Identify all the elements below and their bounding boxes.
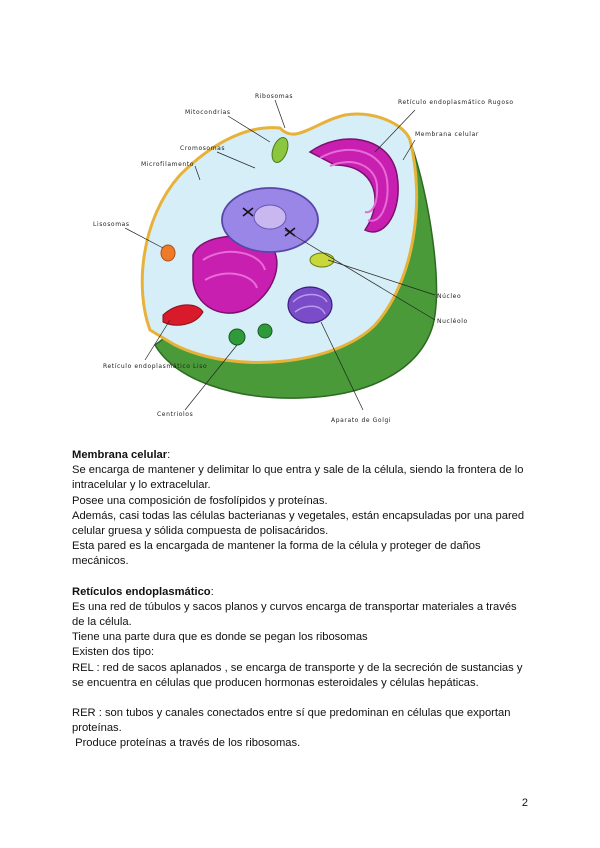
paragraph-line: se encuentra en células que producen hor… xyxy=(72,676,542,691)
section-spacer xyxy=(72,570,542,585)
label-centrioles: Centriolos xyxy=(157,411,193,418)
golgi-shape xyxy=(288,287,332,323)
heading-colon: : xyxy=(211,586,214,598)
paragraph-line: proteínas. xyxy=(72,721,542,736)
paragraph-line: intracelular y lo extracelular. xyxy=(72,478,542,493)
label-microfilaments: Microfilamento xyxy=(141,161,194,168)
section-reticulos-title: Retículos endoplasmático: xyxy=(72,585,542,600)
paragraph-line: REL : red de sacos aplanados , se encarg… xyxy=(72,661,542,676)
paragraph-line: Se encarga de mantener y delimitar lo qu… xyxy=(72,463,542,478)
paragraph-line: celular gruesa y sólida compuesta de pol… xyxy=(72,524,542,539)
label-cell-membrane: Membrana celular xyxy=(415,131,479,138)
label-mitochondria: Mitocondrias xyxy=(185,109,231,116)
label-rer: Retículo endoplasmático Rugoso xyxy=(398,99,514,106)
paragraph-line: RER : son tubos y canales conectados ent… xyxy=(72,706,542,721)
label-ser: Retículo endoplasmático Liso xyxy=(103,363,207,370)
paragraph-line: Esta pared es la encargada de mantener l… xyxy=(72,539,542,554)
paragraph-line: mecánicos. xyxy=(72,554,542,569)
paragraph-spacer xyxy=(72,691,542,706)
mitochondrion-2-shape xyxy=(310,253,334,267)
paragraph-line: Tiene una parte dura que es donde se peg… xyxy=(72,630,542,645)
lysosome-shape xyxy=(161,245,175,261)
paragraph-line: Existen dos tipo: xyxy=(72,645,542,660)
heading-colon: : xyxy=(167,449,170,461)
page-number: 2 xyxy=(522,797,528,809)
cell-diagram: Mitocondrias Ribosomas Retículo endoplas… xyxy=(85,80,525,440)
paragraph-line: Posee una composición de fosfolípidos y … xyxy=(72,494,542,509)
label-nucleolus: Nucléolo xyxy=(437,318,468,325)
paragraph-line: de la célula. xyxy=(72,615,542,630)
section-heading: Retículos endoplasmático xyxy=(72,586,211,598)
section-heading: Membrana celular xyxy=(72,449,167,461)
label-golgi: Aparato de Golgi xyxy=(331,417,391,424)
section-membrana-title: Membrana celular: xyxy=(72,448,542,463)
cell-illustration: Mitocondrias Ribosomas Retículo endoplas… xyxy=(85,80,525,440)
label-lysosomes: Lisosomas xyxy=(93,221,130,228)
label-chromosomes: Cromosomas xyxy=(180,145,225,152)
label-nucleus: Núcleo xyxy=(437,293,461,300)
paragraph-line: Produce proteínas a través de los riboso… xyxy=(72,736,542,751)
text-content: Membrana celular: Se encarga de mantener… xyxy=(72,448,542,752)
nucleolus-shape xyxy=(254,205,286,229)
paragraph-line: Es una red de túbulos y sacos planos y c… xyxy=(72,600,542,615)
paragraph-line: Además, casi todas las células bacterian… xyxy=(72,509,542,524)
label-ribosomes: Ribosomas xyxy=(255,93,293,100)
